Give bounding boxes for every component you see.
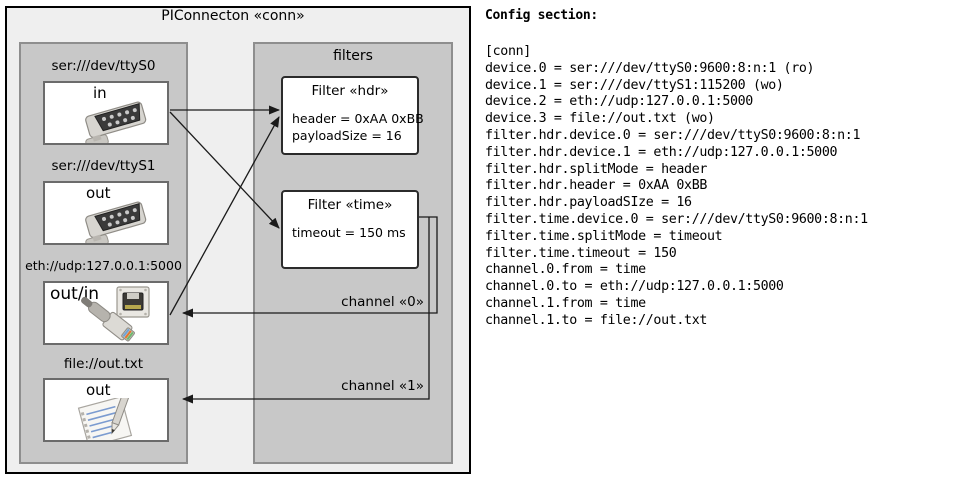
filter-box-time[interactable]: Filter «time» timeout = 150 ms bbox=[281, 190, 419, 269]
ethernet-rj45-icon bbox=[81, 286, 150, 342]
config-line: device.0 = ser:///dev/ttyS0:9600:8:n:1 (… bbox=[485, 60, 815, 76]
filter-prop-payloadsize: payloadSize = 16 bbox=[292, 128, 402, 143]
config-heading: Config section: bbox=[485, 8, 598, 23]
config-line: filter.hdr.splitMode = header bbox=[485, 161, 708, 177]
config-line: channel.0.from = time bbox=[485, 262, 646, 278]
config-line: device.2 = eth://udp:127.0.0.1:5000 bbox=[485, 94, 753, 110]
serial-db9-icon bbox=[85, 201, 147, 243]
device-direction-file: out bbox=[86, 381, 111, 399]
device-label-ttys1: ser:///dev/ttyS1 bbox=[51, 158, 156, 174]
config-line: filter.time.splitMode = timeout bbox=[485, 228, 723, 244]
channel-label-1: channel «1» bbox=[341, 378, 424, 394]
device-direction-ttys1: out bbox=[86, 184, 111, 202]
config-line: filter.time.device.0 = ser:///dev/ttyS0:… bbox=[485, 211, 868, 227]
filter-box-hdr[interactable]: Filter «hdr» header = 0xAA 0xBB payloadS… bbox=[281, 76, 424, 155]
config-line: channel.1.to = file://out.txt bbox=[485, 312, 708, 328]
config-line: [conn] bbox=[485, 44, 531, 59]
device-box-ttys0[interactable]: in bbox=[43, 81, 169, 145]
config-line: channel.1.from = time bbox=[485, 295, 646, 311]
device-box-file[interactable]: out bbox=[43, 378, 169, 442]
serial-db9-icon bbox=[85, 101, 147, 143]
filter-title-hdr: Filter «hdr» bbox=[311, 83, 389, 99]
device-box-eth[interactable]: out/in bbox=[43, 281, 169, 345]
device-label-file: file://out.txt bbox=[63, 356, 144, 372]
config-section: Config section: [conn]device.0 = ser:///… bbox=[483, 0, 964, 484]
filter-prop-timeout: timeout = 150 ms bbox=[292, 225, 406, 240]
device-direction-ttys0: in bbox=[93, 84, 107, 102]
filters-panel-title: filters bbox=[333, 48, 373, 64]
config-line: filter.time.timeout = 150 bbox=[485, 245, 677, 261]
filter-prop-header: header = 0xAA 0xBB bbox=[292, 111, 424, 126]
channel-label-0: channel «0» bbox=[341, 294, 424, 310]
config-line: channel.0.to = eth://udp:127.0.0.1:5000 bbox=[485, 279, 784, 295]
config-line: filter.hdr.header = 0xAA 0xBB bbox=[485, 178, 708, 194]
text-file-icon bbox=[77, 398, 133, 440]
diagram-title: PIConnecton «conn» bbox=[161, 8, 305, 24]
config-line: filter.hdr.device.0 = ser:///dev/ttyS0:9… bbox=[485, 127, 861, 143]
config-line: filter.hdr.device.1 = eth://udp:127.0.0.… bbox=[485, 144, 838, 160]
architecture-diagram: PIConnecton «conn» ser:///dev/ttyS0 in bbox=[0, 0, 478, 484]
filter-title-time: Filter «time» bbox=[307, 197, 393, 213]
device-label-ttys0: ser:///dev/ttyS0 bbox=[51, 58, 156, 74]
config-line: filter.hdr.payloadSIze = 16 bbox=[485, 195, 692, 211]
device-label-eth: eth://udp:127.0.0.1:5000 bbox=[25, 258, 182, 273]
config-text: [conn]device.0 = ser:///dev/ttyS0:9600:8… bbox=[485, 44, 963, 330]
device-box-ttys1[interactable]: out bbox=[43, 181, 169, 245]
config-line: device.1 = ser:///dev/ttyS1:115200 (wo) bbox=[485, 77, 784, 93]
config-line: device.3 = file://out.txt (wo) bbox=[485, 111, 715, 127]
